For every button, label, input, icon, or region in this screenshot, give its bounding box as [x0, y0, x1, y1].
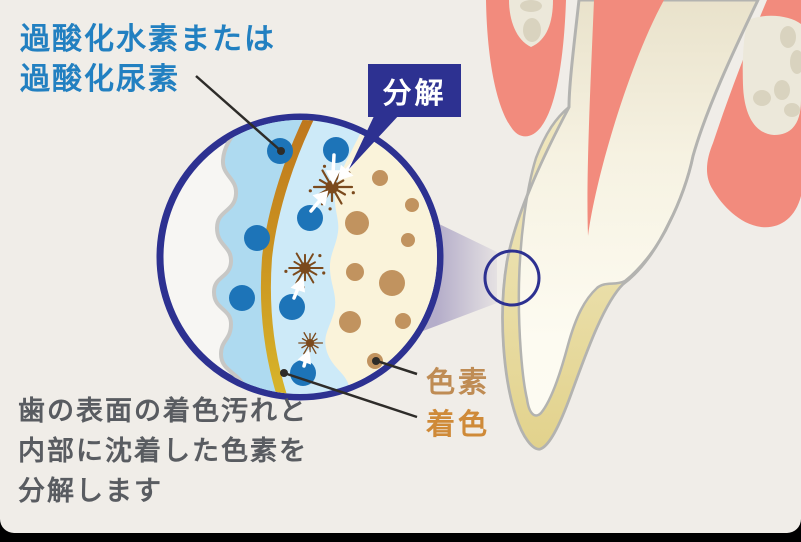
pigment-dot — [372, 170, 388, 186]
white-arrow-head — [337, 164, 354, 181]
bone-hole — [520, 0, 542, 12]
badge-shape — [349, 64, 461, 169]
pulp — [587, 0, 664, 236]
stain-label: 着色 — [426, 407, 491, 441]
enamel-surface-line — [260, 120, 320, 394]
bone-hole — [784, 103, 800, 117]
bone-hole — [753, 90, 771, 106]
peroxide-bubble — [297, 205, 323, 231]
pigment-dot — [401, 233, 415, 247]
pigment-dot — [395, 313, 411, 329]
magnifier-circle-icon — [156, 113, 444, 401]
pigment-dot — [379, 270, 405, 296]
caption-line1: 歯の表面の着色汚れと — [18, 396, 308, 427]
starburst-icon — [298, 332, 324, 355]
bone-right — [742, 15, 801, 136]
peroxide-bubble — [323, 137, 349, 163]
pigment-dot — [405, 198, 419, 212]
pigment-label: 色素 — [426, 365, 491, 399]
pigment-pointer-line — [376, 359, 418, 376]
peroxide-heading-line1: 過酸化水素または — [20, 22, 276, 57]
pigment-dots — [339, 170, 419, 369]
bone-hole — [774, 80, 790, 100]
white-arrow-head — [312, 190, 329, 207]
pointer-dot — [280, 369, 288, 377]
starburst-icon — [308, 164, 355, 211]
enamel-band — [501, 105, 695, 451]
bone-left — [509, 0, 553, 47]
pigment-dot — [346, 263, 364, 281]
white-arrow-head — [325, 170, 341, 185]
white-arrow-head — [290, 276, 306, 293]
bone-hole — [523, 18, 541, 42]
stain-pointer-line — [283, 371, 418, 419]
decompose-badge-label: 分解 — [382, 75, 447, 110]
badge-tail — [349, 114, 400, 169]
peroxide-pointer-line — [195, 75, 282, 152]
peroxide-bubble — [244, 225, 270, 251]
peroxide-heading-line2: 過酸化尿素 — [20, 62, 180, 97]
gum-left — [486, 0, 566, 137]
pointer-dot — [372, 357, 380, 365]
starburst-icons — [284, 164, 355, 355]
wavy-boundary-line — [211, 120, 253, 394]
peroxide-bubble — [290, 360, 316, 386]
pigment-dot — [339, 311, 361, 333]
peroxide-bubble — [229, 285, 255, 311]
caption-text: 歯の表面の着色汚れと 内部に沈着した色素を 分解します — [18, 392, 308, 512]
tooth-cross-section — [486, 0, 801, 451]
pointer-lines — [195, 75, 418, 419]
caption-line3: 分解します — [18, 476, 163, 507]
pointer-dot — [277, 147, 285, 155]
magnified-area-ring — [483, 249, 541, 307]
pigment-dot — [345, 211, 369, 235]
bone-hole — [780, 26, 796, 48]
bone-hole — [790, 50, 801, 74]
peroxide-bubble — [279, 294, 305, 320]
bottom-black-bar — [0, 533, 801, 542]
peroxide-heading: 過酸化水素または 過酸化尿素 — [20, 20, 276, 100]
starburst-icon — [284, 252, 326, 289]
white-arrow-head — [297, 349, 312, 365]
caption-line2: 内部に沈着した色素を — [18, 436, 308, 467]
reaction-arrows — [290, 153, 354, 368]
badge-rect — [368, 64, 461, 117]
